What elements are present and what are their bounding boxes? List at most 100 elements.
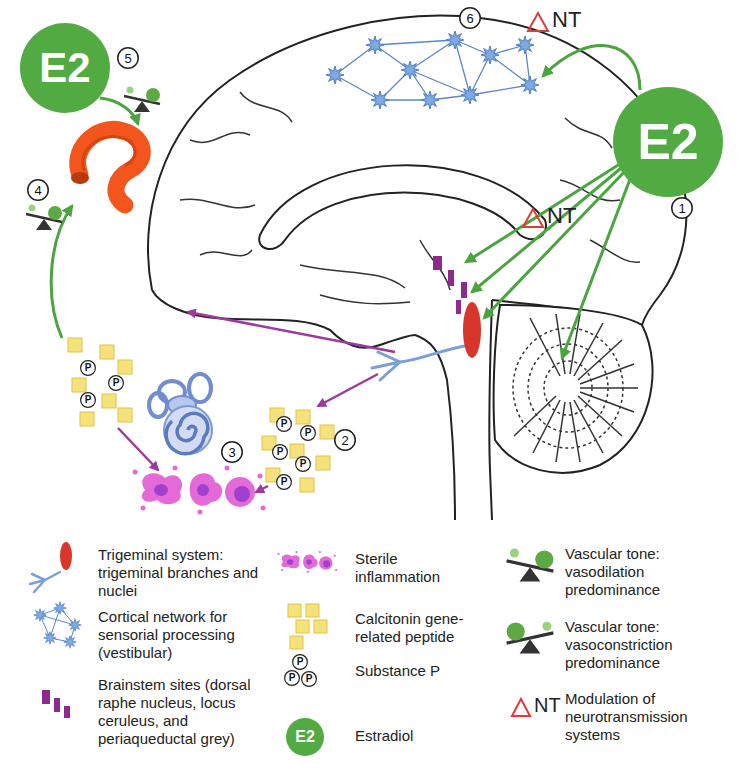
node-circle (296, 457, 311, 472)
cgrp-peptide (102, 394, 116, 408)
callout-number: 6 (459, 7, 481, 29)
cgrp-peptide (296, 410, 310, 424)
node-circle (335, 430, 356, 451)
legend-icon (296, 620, 309, 633)
node-text-wrap: E2 (20, 23, 110, 113)
node-text: P (281, 477, 288, 487)
cgrp-peptide (316, 456, 330, 470)
release-arrow (318, 374, 378, 406)
node-text: E2 (295, 729, 315, 745)
brain-sulcus (180, 199, 255, 208)
node-text: P (300, 459, 307, 469)
modulation-triangle (528, 13, 548, 31)
node-text-wrap: 3 (221, 441, 243, 463)
cerebellum (556, 402, 565, 462)
node-text-wrap: P (295, 456, 311, 472)
node-text: P (289, 673, 296, 683)
cgrp-peptide (68, 338, 334, 492)
node-text-wrap: 6 (459, 7, 481, 29)
vascular-tone-icon (26, 205, 62, 231)
node-circle (273, 445, 288, 460)
node-text: P (305, 428, 312, 438)
substance-p-circle: P (80, 392, 96, 408)
node-circle (109, 376, 124, 391)
cerebellum (514, 396, 556, 436)
cortical-network (326, 66, 344, 84)
cortical-network (461, 86, 479, 104)
node-text: P (297, 657, 304, 667)
cortical-network (446, 31, 464, 49)
release-arrow (256, 486, 268, 492)
legend-item: Estradiol (355, 727, 495, 745)
cerebellum (580, 392, 634, 412)
legend-icon (44, 632, 57, 645)
blood-vessel (78, 129, 143, 205)
legend-text: Cortical network for sensorial processin… (98, 608, 273, 662)
modulation-triangle (523, 209, 543, 227)
substance-p-circle: P (272, 444, 288, 460)
blood-vessel (83, 137, 135, 170)
legend-text: Vascular tone: vasodilation predominance (565, 545, 735, 599)
legend-item: Trigeminal system: trigeminal branches a… (98, 546, 273, 600)
brain-sulcus (200, 250, 252, 256)
cortical-network (371, 91, 389, 109)
brain-sulcus (190, 133, 250, 143)
cortical-network (335, 40, 530, 100)
legend-item: Brainstem sites (dorsal raphe nucleus, l… (98, 676, 283, 748)
cgrp-peptide (290, 444, 304, 458)
cortical-network (366, 36, 384, 54)
node-text-wrap: P (292, 654, 308, 670)
legend-icon (34, 609, 47, 622)
node-text-wrap: P (300, 425, 316, 441)
legend-icon (288, 604, 301, 617)
trigeminal-system (463, 302, 481, 358)
node-circle (277, 417, 292, 432)
legend-text: Substance P (355, 662, 440, 680)
node-text-wrap: P (276, 416, 292, 432)
cerebellum (533, 400, 560, 453)
legend-icon (288, 604, 327, 649)
brainstem-site (456, 300, 461, 314)
node-text: P (281, 419, 288, 429)
estradiol-circle: E2 (20, 23, 110, 113)
brain-outline (148, 16, 686, 520)
cgrp-peptide (300, 478, 314, 492)
substance-p-circle: P (276, 416, 292, 432)
release-arrow (188, 312, 395, 352)
cgrp-peptide (320, 425, 334, 439)
brainstem-site (448, 270, 454, 286)
substance-p-circle: P (300, 425, 316, 441)
node-text-wrap: P (284, 670, 300, 686)
node-circle (460, 8, 481, 29)
legend-icon (60, 542, 72, 570)
node-text: P (85, 395, 92, 405)
brain-sulcus (565, 118, 612, 148)
node-text-wrap: P (108, 375, 124, 391)
inner-ear (164, 406, 212, 454)
estradiol-arrow (51, 206, 72, 338)
estradiol-circle: E2 (286, 718, 324, 756)
cgrp-peptide (72, 378, 86, 392)
brain-sulcus (320, 295, 410, 304)
node-text-wrap: P (80, 392, 96, 408)
legend-text: Modulation of neurotransmission systems (565, 690, 720, 744)
node-circle (20, 23, 110, 113)
legend-item: Calcitonin gene-related peptide (355, 610, 495, 646)
cgrp-peptide (100, 345, 114, 359)
legend-icon (64, 636, 77, 649)
legend-icon (42, 690, 50, 704)
estradiol-arrow (51, 46, 640, 358)
callout-number: 3 (221, 441, 243, 463)
node-circle (222, 442, 243, 463)
brain-sulcus (240, 92, 292, 122)
cgrp-peptide (80, 412, 94, 426)
cortical-network (326, 31, 539, 109)
modulation-triangle (512, 13, 548, 716)
legend-icon (30, 572, 60, 592)
brain-sulcus (590, 240, 640, 262)
cerebellum (580, 364, 634, 384)
legend-text: Brainstem sites (dorsal raphe nucleus, l… (98, 676, 283, 748)
legend-icon (314, 620, 327, 633)
cortical-network (335, 40, 530, 100)
legend-icon (69, 619, 82, 632)
